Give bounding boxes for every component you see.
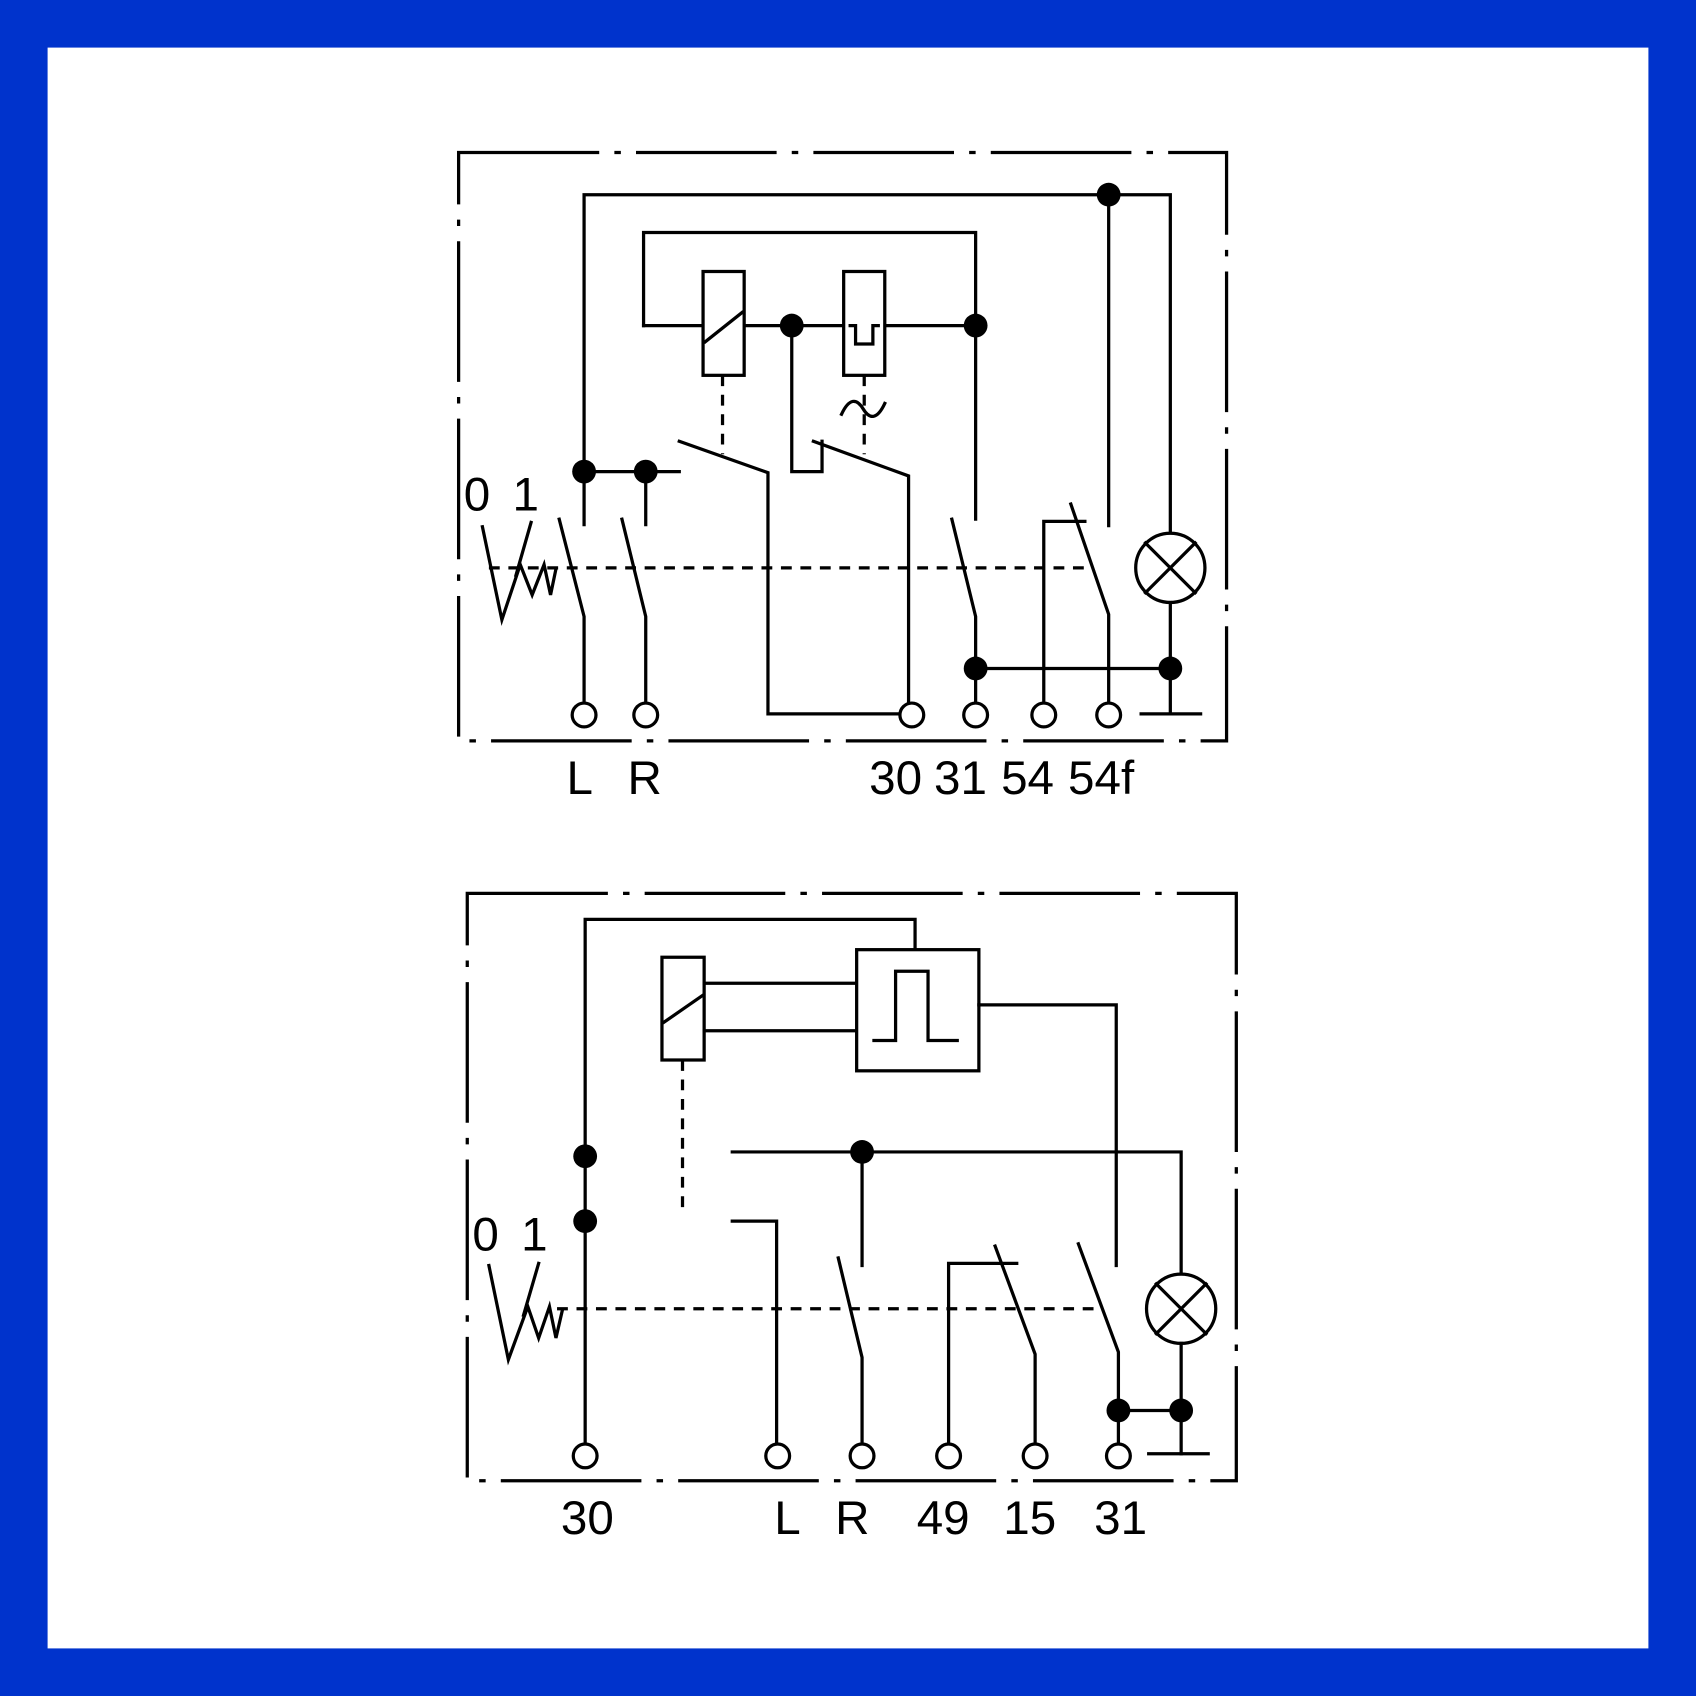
top-diagram: 0 1 L R 30 31 54 54f [456,150,1229,805]
junction-dot [1158,656,1183,681]
terminal-label: R [627,752,661,805]
top-switch-54f-blade [1068,501,1111,705]
heat-tilde-icon [839,399,887,418]
terminal-31 [962,701,990,729]
bottom-junction-dots [573,1140,1194,1423]
switch-position-label: 1 [521,1208,547,1261]
top-junction-dots [572,182,1183,681]
top-main-bus-wire [582,193,1172,535]
relay-coil-icon [701,269,746,377]
bottom-switch-49-wire [946,1261,1019,1446]
bottom-switch-15-blade [993,1243,1037,1446]
terminal-49 [935,1442,963,1470]
bottom-terminals [571,1442,1132,1470]
thermal-element-mark [848,323,880,346]
terminal-label: 31 [1094,1492,1147,1545]
terminal-54 [1030,701,1058,729]
bottom-pulse-output-wire [977,1003,1118,1268]
terminal-label: L [774,1492,800,1545]
relay-coil-body [701,269,746,377]
top-switch-l [557,517,586,705]
bottom-coil-to-pulse-wires [702,981,859,1033]
junction-dot [1096,182,1121,207]
terminal-l [764,1442,792,1470]
junction-dot [1106,1398,1131,1423]
lamp-icon [1134,531,1207,605]
relay-coil-winding [702,310,745,345]
junction-dot [779,313,804,338]
pulse-generator-icon [855,948,981,1073]
terminal-label: 30 [561,1492,614,1545]
thermal-element-body [842,269,887,377]
terminal-label: 15 [1003,1492,1056,1545]
bottom-relay-coil-winding [661,992,706,1025]
bottom-lamp-cross [1153,1281,1209,1336]
pulse-generator-box [855,948,981,1073]
terminal-label: R [835,1492,869,1545]
terminal-54f [1095,701,1123,729]
junction-dot [850,1140,874,1164]
junction-dot [573,1209,598,1234]
top-switch-54-wire [1042,519,1087,705]
junction-dot [572,459,596,484]
terminal-label: 31 [934,752,987,805]
terminal-label: 49 [917,1492,970,1545]
top-lever-zigzag [480,524,558,626]
terminal-15 [1021,1442,1049,1470]
bottom-lever-zigzag [486,1263,565,1366]
terminal-30 [898,701,926,729]
bottom-main-feed-wire [583,917,917,1446]
pulse-waveform [872,969,959,1043]
bottom-contact-l [730,1219,779,1446]
terminal-label: 30 [869,752,922,805]
switch-position-label: 0 [472,1208,498,1261]
switch-position-label: 0 [464,469,490,522]
bottom-switch-r [836,1255,864,1446]
terminal-31 [1104,1442,1132,1470]
bottom-diagram: 0 1 30 L R 49 15 31 [465,891,1238,1545]
top-lamp-cross [1143,540,1198,596]
top-switch-r [619,517,648,705]
bottom-lever-arm [521,1261,541,1318]
top-housing-outline [456,150,1229,743]
bottom-lever-switch-icon [486,1261,565,1366]
junction-dot [963,656,988,681]
bottom-contact-bus-wire [730,1150,1183,1276]
terminal-label: L [567,752,593,805]
junction-dot [633,459,658,484]
terminal-l [570,701,598,729]
top-thermal-blade [811,439,911,705]
terminal-label: 54 [1001,752,1054,805]
junction-dot [1169,1398,1194,1423]
bottom-housing-outline [465,891,1238,1483]
top-terminals [570,701,1123,729]
top-relay-blade [677,439,902,716]
terminal-label: 54f [1068,752,1135,805]
terminal-r [848,1442,876,1470]
switch-position-label: 1 [512,469,538,522]
junction-dot [963,313,988,338]
terminal-r [632,701,660,729]
thermal-element-icon [842,269,887,377]
terminal-30 [571,1442,599,1470]
junction-dot [573,1144,598,1169]
top-coil-loop-wire [641,230,978,521]
lamp-icon [1144,1272,1218,1346]
relay-coil-icon [660,955,706,1062]
top-relay-contact-wire [790,323,824,474]
